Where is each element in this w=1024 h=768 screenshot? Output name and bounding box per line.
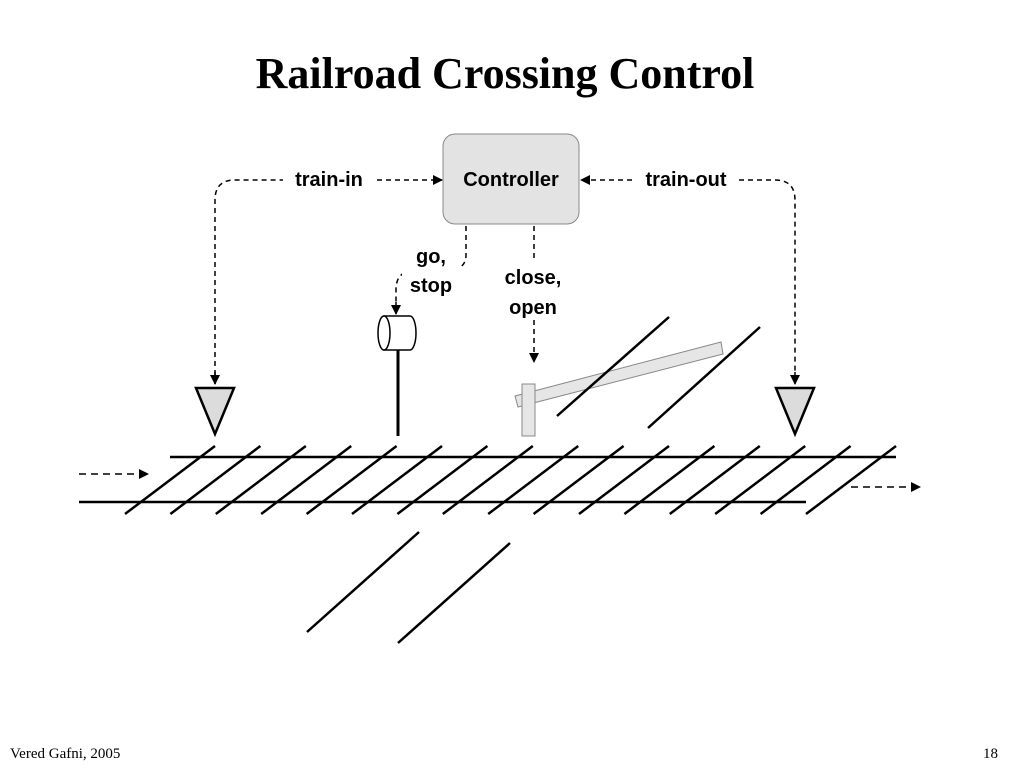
train-out-label: train-out — [645, 169, 726, 191]
controller-label: Controller — [463, 169, 559, 191]
railroad-tie — [351, 445, 443, 515]
go-stop-label-line2: stop — [410, 275, 452, 297]
railroad-tie — [442, 445, 534, 515]
railroad-tie — [305, 445, 398, 515]
crossing-gate-icon — [514, 341, 724, 437]
train-in-label: train-in — [295, 169, 363, 191]
traffic-signal-icon — [377, 315, 417, 436]
railroad-tie — [169, 445, 262, 515]
railroad-tie — [396, 445, 489, 515]
railroad-tie — [578, 445, 670, 515]
controller-box — [442, 133, 580, 225]
railroad-tie — [124, 445, 216, 515]
train-in-signal-line — [214, 179, 283, 384]
slide-title: Railroad Crossing Control — [255, 49, 755, 98]
go-stop-label-line1: go, — [416, 246, 446, 268]
railroad-tie — [623, 445, 716, 515]
close-open-label-line2: open — [509, 297, 557, 319]
road — [306, 316, 761, 644]
close-open-label-line1: close, — [505, 267, 562, 289]
go-stop-label-bg — [402, 240, 460, 300]
railroad-tie — [487, 445, 579, 515]
railroad-tie — [759, 445, 852, 515]
page-number: 18 — [983, 746, 998, 762]
railroad-tie — [805, 445, 897, 515]
footer-author: Vered Gafni, 2005 — [10, 746, 121, 762]
railroad-tie — [669, 445, 761, 515]
railroad-tie — [714, 445, 806, 515]
train-out-signal-line — [739, 179, 796, 374]
railroad-ties — [124, 445, 897, 515]
train-in-sensor-icon — [194, 386, 236, 438]
railroad-tie — [532, 445, 625, 515]
railroad-tie — [215, 445, 307, 515]
train-out-sensor-icon — [774, 386, 816, 438]
railroad-tie — [260, 445, 352, 515]
track — [79, 445, 897, 515]
